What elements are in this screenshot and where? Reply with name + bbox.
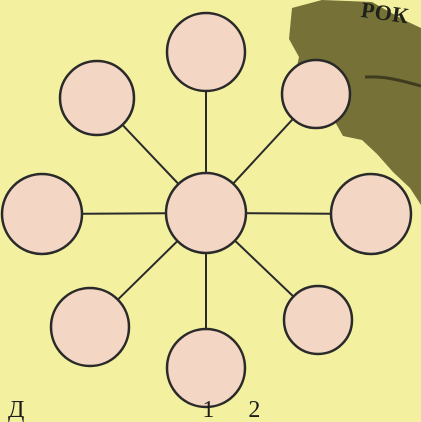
node-bottom-right — [284, 286, 352, 354]
node-bottom — [167, 329, 245, 407]
node-top-right — [282, 60, 350, 128]
node-top-left — [60, 61, 134, 135]
node-left — [2, 174, 82, 254]
bottom-text-middle: 1 — [202, 398, 214, 422]
node-top — [167, 13, 245, 91]
node-right — [331, 174, 411, 254]
bottom-caption: Д 1 2 — [8, 398, 421, 422]
bottom-text-right: 2 — [248, 398, 260, 422]
node-center — [166, 173, 246, 253]
bottom-text-left: Д — [8, 398, 24, 422]
node-bottom-left — [51, 288, 129, 366]
